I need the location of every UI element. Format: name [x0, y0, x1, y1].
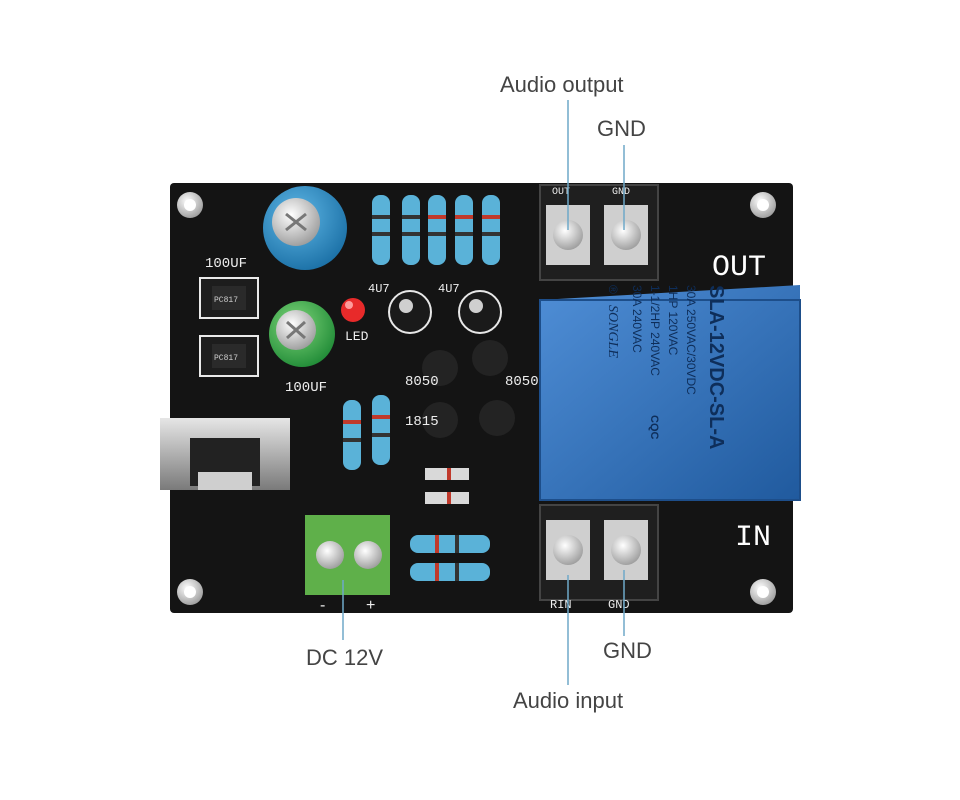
optocoupler-1-label: PC817 — [214, 296, 238, 305]
small-capacitor-1 — [388, 290, 432, 334]
optocoupler-2 — [199, 335, 259, 377]
callout-dc-12v: DC 12V — [306, 645, 384, 670]
dc-plus-label: + — [366, 597, 375, 614]
output-terminal-block — [539, 184, 659, 281]
mounting-hole-top-right — [750, 192, 776, 218]
heatsink — [160, 418, 290, 490]
relay-labels: SLA-12VDC-SL-A 30A 250VAC/30VDC 1HP 120V… — [605, 285, 727, 449]
relay-brand: SONGLE — [605, 305, 620, 358]
mounting-hole-top-left — [177, 192, 203, 218]
resistor-bank-bottom — [410, 535, 490, 581]
relay-rating-3: 1-1/2HP 240VAC — [648, 285, 662, 376]
mounting-hole-bottom-right — [750, 579, 776, 605]
out-board-label: OUT — [712, 251, 766, 285]
callout-gnd-bottom: GND — [603, 638, 652, 663]
resistor-bank-top — [372, 195, 500, 265]
led — [341, 298, 365, 322]
terminal-gnd-bottom-label: GND — [608, 598, 630, 612]
relay-rating-4: 30A 240VAC — [630, 285, 644, 353]
capacitor-top — [263, 186, 347, 270]
callout-lines — [342, 100, 625, 685]
optocoupler-1 — [199, 277, 259, 319]
relay-registered: ® — [606, 285, 620, 294]
capacitor-mid-label: 100UF — [285, 380, 327, 396]
dc-minus-label: - — [320, 597, 325, 614]
relay-cqc: CQC — [648, 415, 660, 440]
optocoupler-2-label: PC817 — [214, 354, 238, 363]
small-capacitor-1-label: 4U7 — [368, 282, 390, 296]
relay-rating-1: 30A 250VAC/30VDC — [684, 285, 698, 395]
in-board-label: IN — [735, 521, 771, 555]
input-terminal-block — [539, 504, 659, 601]
transistor-label-8050-left: 8050 — [405, 374, 439, 390]
callout-audio-input: Audio input — [513, 688, 624, 713]
transistor-label-8050-right: 8050 — [505, 374, 539, 390]
terminal-gnd-top-label: GND — [612, 187, 630, 198]
transistor-group — [422, 340, 515, 438]
resistor-bank-left — [343, 395, 390, 470]
capacitor-mid — [269, 301, 335, 367]
terminal-rin-label: RIN — [550, 598, 572, 612]
mounting-hole-bottom-left — [177, 579, 203, 605]
dc-terminal-block — [305, 515, 390, 595]
callout-gnd-top: GND — [597, 116, 646, 141]
led-label: LED — [345, 329, 369, 344]
transistor-label-1815: 1815 — [405, 414, 439, 430]
callout-audio-output: Audio output — [500, 72, 624, 97]
diodes — [425, 468, 469, 504]
relay-rating-2: 1HP 120VAC — [666, 285, 680, 356]
small-capacitor-2 — [458, 290, 502, 334]
small-capacitor-2-label: 4U7 — [438, 282, 460, 296]
terminal-out-label: OUT — [552, 187, 570, 198]
capacitor-top-label: 100UF — [205, 256, 247, 272]
relay — [539, 285, 801, 501]
relay-model: SLA-12VDC-SL-A — [705, 285, 727, 449]
